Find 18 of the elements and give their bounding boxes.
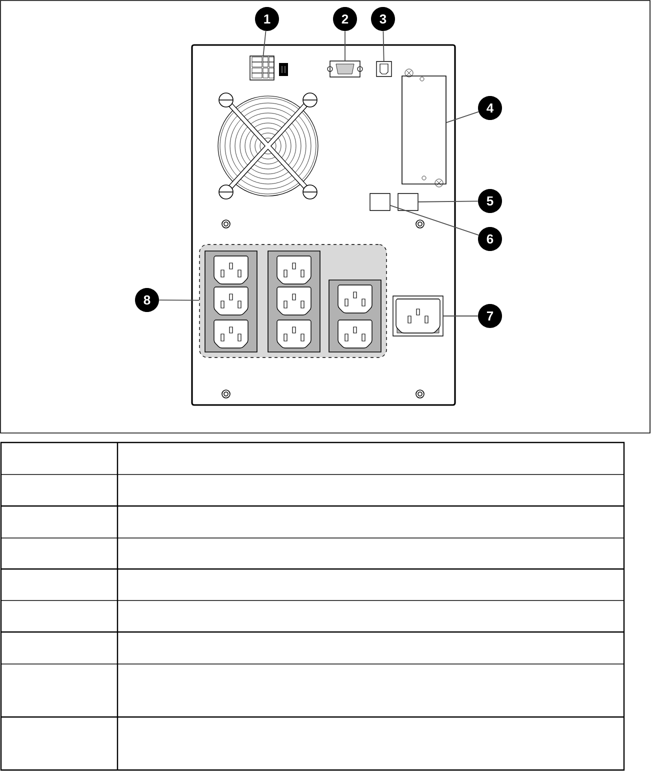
callout-number: 7 (478, 304, 502, 328)
leader-line (344, 30, 346, 62)
leader-line (390, 205, 479, 236)
callout-number: 5 (478, 189, 502, 213)
leader-line (446, 111, 479, 123)
callout-number: 6 (478, 227, 502, 251)
card-slot (402, 76, 446, 184)
circuit-breaker (398, 193, 418, 211)
callout-number: 3 (371, 7, 395, 31)
leader-line (262, 30, 266, 56)
leader-line (382, 30, 384, 62)
callout-number: 2 (333, 7, 357, 31)
circuit-breaker (370, 193, 390, 211)
leader-line (158, 300, 200, 301)
leader-line (418, 200, 478, 202)
callout-number: 8 (135, 288, 159, 312)
callout-number: 4 (478, 96, 502, 120)
callout-number: 1 (255, 7, 279, 31)
